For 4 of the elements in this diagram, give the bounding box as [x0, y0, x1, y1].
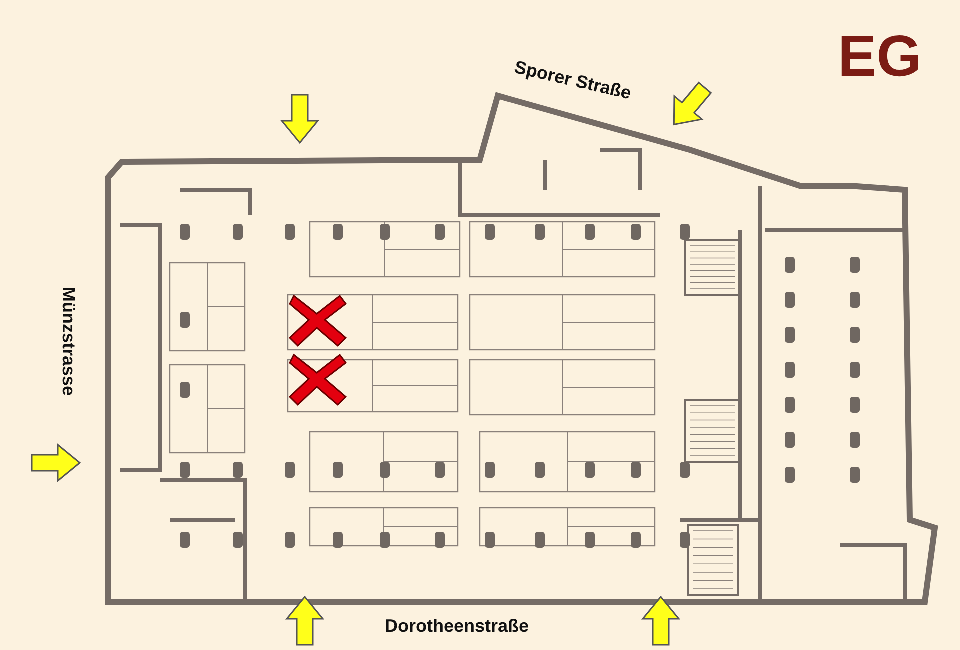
street-name: Dorotheenstraße: [385, 617, 530, 635]
street-name: Münzstrasse: [60, 287, 78, 396]
floor-heading: EG: [838, 28, 922, 86]
street-name: Sporer Straße: [512, 58, 633, 102]
